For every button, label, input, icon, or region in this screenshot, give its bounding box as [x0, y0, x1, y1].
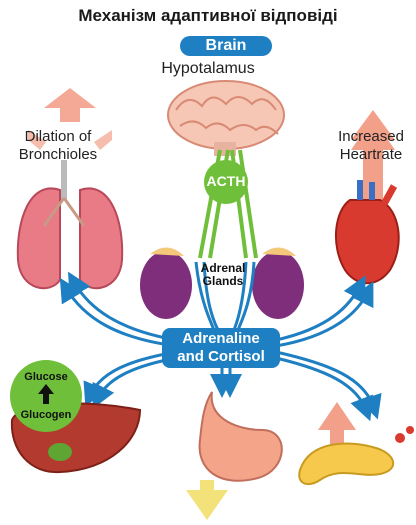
bronchioles-label-line1: Dilation of	[8, 128, 108, 146]
hormone-label-line2: and Cortisol	[162, 348, 280, 366]
hormone-label: Adrenaline and Cortisol	[162, 330, 280, 366]
heart-label-line2: Heartrate	[330, 146, 412, 164]
adrenal-label: Adrenal Glands	[186, 262, 260, 288]
brain-label: Brain	[180, 36, 272, 56]
glucogen-label: Glucogen	[12, 406, 80, 424]
bronchioles-label-line2: Bronchioles	[8, 146, 108, 164]
adrenal-label-line2: Glands	[186, 275, 260, 288]
hypothalamus-label: Hypotalamus	[0, 60, 416, 78]
acth-label: ACTH	[204, 172, 248, 190]
glucose-label: Glucose	[14, 368, 78, 386]
stomach-icon	[200, 392, 282, 481]
pancreas-icon	[299, 426, 414, 484]
heart-label: Increased Heartrate	[330, 128, 412, 164]
diagram-title: Механізм адаптивної відповіді	[0, 6, 416, 26]
lungs-icon	[18, 160, 122, 288]
brain-icon	[168, 81, 284, 156]
heart-label-line1: Increased	[330, 128, 412, 146]
hormone-label-line1: Adrenaline	[162, 330, 280, 348]
stomach-down-arrow	[186, 480, 228, 520]
bronchioles-label: Dilation of Bronchioles	[8, 128, 108, 164]
